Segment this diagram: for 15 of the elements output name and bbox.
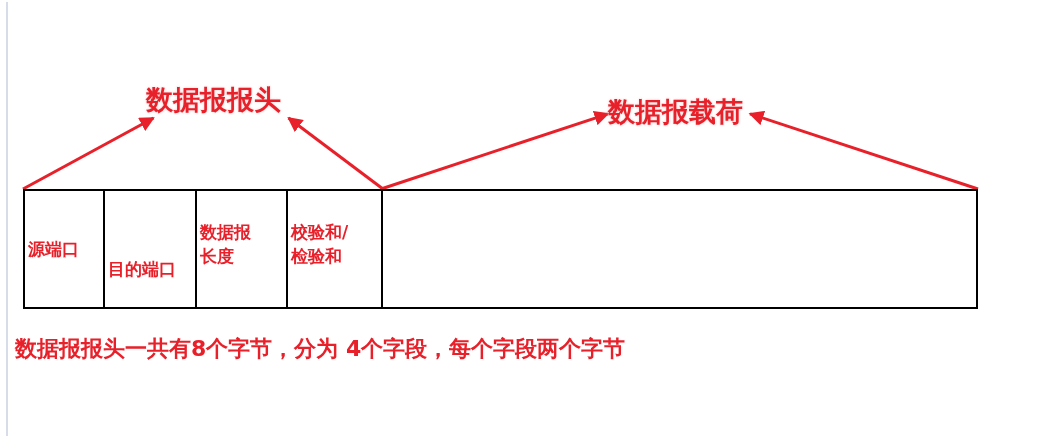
field-cell [195, 189, 288, 309]
field-name: 校验和/检验和 [291, 221, 350, 268]
field-name: 源端口 [28, 238, 79, 261]
field-cell [103, 189, 197, 309]
note-text: 数据报报头一共有8个字节，分为 4个字段，每个字段两个字节 [15, 335, 626, 363]
arrow [748, 110, 979, 191]
field-name: 数据报长度 [200, 221, 252, 268]
heading-label: 数据报载荷 [608, 94, 750, 130]
field-cell [23, 189, 105, 309]
field-cell [286, 189, 383, 309]
heading-label: 数据报报头 [146, 82, 296, 118]
arrow [22, 116, 155, 191]
empty-box [381, 189, 978, 309]
field-name: 目的端口 [108, 258, 176, 281]
arrow [287, 116, 384, 191]
